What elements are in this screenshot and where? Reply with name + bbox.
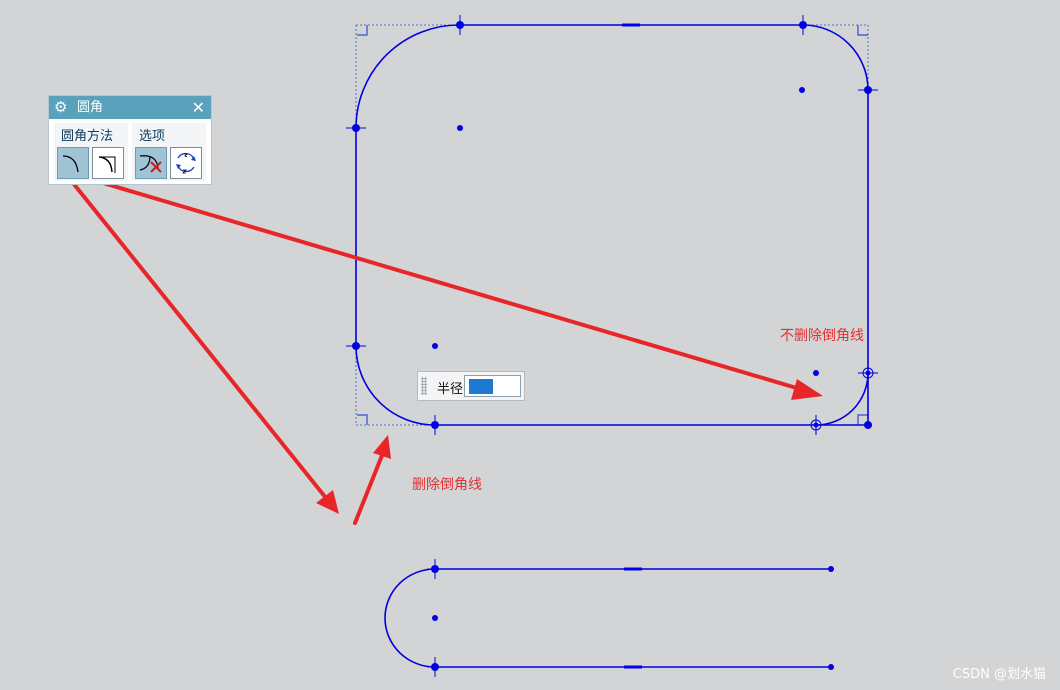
untrim-fillet-button[interactable] xyxy=(92,147,124,179)
delete-third-curve-button[interactable] xyxy=(135,147,167,179)
dialog-title: 圆角 xyxy=(77,100,104,115)
radius-input[interactable] xyxy=(464,375,521,397)
delete-third-curve-icon xyxy=(139,155,162,173)
annotation-delete: 删除倒角线 xyxy=(412,477,482,493)
fillet-method-label: 圆角方法 xyxy=(61,129,114,144)
annotation-no-delete: 不删除倒角线 xyxy=(780,328,864,344)
drag-handle-icon[interactable] xyxy=(421,377,427,395)
options-group: 选项 xyxy=(132,123,206,181)
gear-icon[interactable]: ⚙ xyxy=(54,98,68,116)
slot-shape[interactable] xyxy=(384,568,831,668)
trim-fillet-button[interactable] xyxy=(57,147,89,179)
watermark: CSDN @划水猫 xyxy=(952,667,1046,682)
radius-input-toolbar: 半径 xyxy=(417,371,525,401)
alternate-solution-button[interactable] xyxy=(170,147,202,179)
untrim-fillet-icon xyxy=(98,156,116,173)
trim-fillet-icon xyxy=(62,155,79,173)
original-corner-guides xyxy=(355,24,869,426)
sketch-points[interactable] xyxy=(352,21,872,671)
constraint-circles xyxy=(810,367,874,431)
annotation-arrows xyxy=(71,181,823,525)
fillet-method-group: 圆角方法 xyxy=(54,123,128,181)
tangent-point-crosses xyxy=(346,15,878,677)
filleted-rectangle[interactable] xyxy=(355,24,869,426)
corner-constraint-marks xyxy=(357,25,868,425)
radius-label: 半径 xyxy=(437,382,464,397)
fillet-dialog: ⚙ 圆角 ✕ 圆角方法 选项 xyxy=(48,95,212,185)
midpoint-markers xyxy=(622,23,642,669)
options-label: 选项 xyxy=(139,129,166,144)
close-icon[interactable]: ✕ xyxy=(191,98,205,117)
dialog-title-bar[interactable]: ⚙ 圆角 ✕ xyxy=(49,96,211,119)
kept-fillet-corner-arc[interactable] xyxy=(815,372,869,426)
alternate-solution-icon xyxy=(176,152,196,174)
